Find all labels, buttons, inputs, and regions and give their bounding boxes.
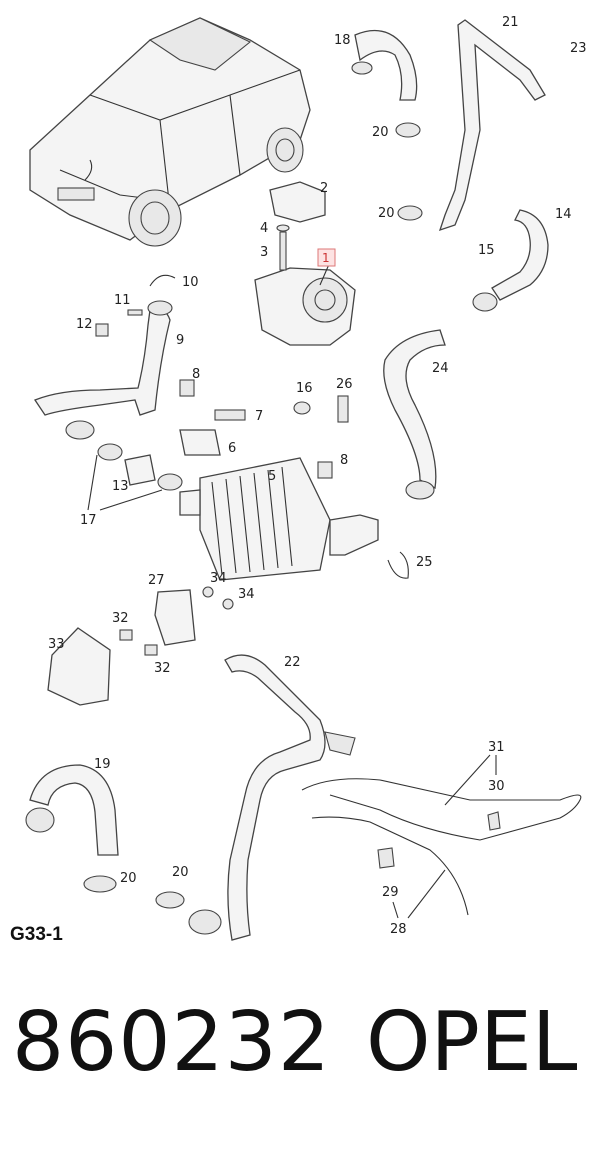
- bracket-6: [179, 429, 221, 456]
- part-1-highlight: [317, 248, 336, 267]
- callout-18[interactable]: 18: [334, 33, 351, 48]
- callout-16[interactable]: 16: [296, 381, 313, 396]
- callout-5[interactable]: 5: [268, 469, 276, 484]
- line-28: [311, 816, 469, 916]
- clamp-17-a: [97, 443, 123, 461]
- callout-31[interactable]: 31: [488, 740, 505, 755]
- turbocharger-1: [254, 224, 356, 346]
- callout-1[interactable]: 1: [322, 251, 330, 265]
- callout-20-a[interactable]: 20: [372, 125, 389, 140]
- pipe-9: [34, 308, 171, 416]
- callout-25[interactable]: 25: [416, 555, 433, 570]
- bracket-7: [214, 409, 246, 421]
- pipe-21: [438, 19, 546, 232]
- clamp-20-b: [397, 205, 423, 221]
- callout-21[interactable]: 21: [502, 15, 519, 30]
- bolt-26: [337, 395, 349, 423]
- clip-8-a: [179, 379, 195, 397]
- bracket-2: [269, 181, 326, 223]
- nut-16: [293, 401, 311, 415]
- callout-24[interactable]: 24: [432, 361, 449, 376]
- callout-30[interactable]: 30: [488, 779, 505, 794]
- hose-24: [383, 329, 446, 490]
- callout-20-c[interactable]: 20: [120, 871, 137, 886]
- callout-14[interactable]: 14: [555, 207, 572, 222]
- callout-17[interactable]: 17: [80, 513, 97, 528]
- hose-19: [29, 764, 119, 856]
- clip-8-b: [317, 461, 333, 479]
- hose-18: [354, 29, 418, 101]
- clamp-20-a: [395, 122, 421, 138]
- callout-26[interactable]: 26: [336, 377, 353, 392]
- callout-2[interactable]: 2: [320, 181, 328, 196]
- pipe-22: [224, 654, 326, 941]
- callout-28[interactable]: 28: [390, 922, 407, 937]
- callout-7[interactable]: 7: [255, 409, 263, 424]
- callout-33[interactable]: 33: [48, 637, 65, 652]
- callout-23[interactable]: 23: [570, 41, 587, 56]
- callout-34-b[interactable]: 34: [238, 587, 255, 602]
- callout-13[interactable]: 13: [112, 479, 129, 494]
- car-illustration: [29, 17, 311, 247]
- intercooler-5: [179, 457, 379, 581]
- callout-12[interactable]: 12: [76, 317, 93, 332]
- callout-20-b[interactable]: 20: [378, 206, 395, 221]
- bracket-33: [47, 627, 111, 706]
- bracket-22: [324, 731, 356, 756]
- callout-8-a[interactable]: 8: [192, 367, 200, 382]
- nut-12: [95, 323, 109, 337]
- callout-4[interactable]: 4: [260, 221, 268, 236]
- sleeve-13: [124, 454, 156, 486]
- nut-34-a: [202, 586, 214, 598]
- callout-3[interactable]: 3: [260, 245, 268, 260]
- callout-9[interactable]: 9: [176, 333, 184, 348]
- callout-20-d[interactable]: 20: [172, 865, 189, 880]
- part-number: 860232: [12, 995, 332, 1090]
- callout-29[interactable]: 29: [382, 885, 399, 900]
- bolt-32-b: [144, 644, 158, 656]
- bolt-32-a: [119, 629, 133, 641]
- hose-14: [491, 209, 549, 301]
- figure-code: G33-1: [10, 924, 63, 945]
- callout-11[interactable]: 11: [114, 293, 131, 308]
- clip-10: [149, 274, 176, 287]
- clamp-20-c: [83, 875, 117, 893]
- callout-8-b[interactable]: 8: [340, 453, 348, 468]
- clip-30: [487, 811, 501, 831]
- callout-6[interactable]: 6: [228, 441, 236, 456]
- callout-labels: 2 3 4 5 6 7 8 8 9 10 11 12 13 14 15 16 1…: [48, 15, 587, 937]
- parts-diagram: 1 2 3 4 5 6 7 8 8 9 10 11 12 13 14 15 16…: [25, 15, 587, 941]
- screw-11: [127, 309, 143, 316]
- clamp-20-d: [155, 891, 185, 909]
- nut-34-b: [222, 598, 234, 610]
- line-31: [301, 778, 582, 841]
- callout-10[interactable]: 10: [182, 275, 199, 290]
- clip-25: [387, 551, 409, 579]
- callout-32-b[interactable]: 32: [154, 661, 171, 676]
- callout-22[interactable]: 22: [284, 655, 301, 670]
- callout-34-a[interactable]: 34: [210, 571, 227, 586]
- brand-name: OPEL: [366, 995, 578, 1090]
- callout-32-a[interactable]: 32: [112, 611, 129, 626]
- callout-27[interactable]: 27: [148, 573, 165, 588]
- callout-19[interactable]: 19: [94, 757, 111, 772]
- callout-15[interactable]: 15: [478, 243, 495, 258]
- clip-29: [377, 847, 395, 869]
- clamp-17-b: [157, 473, 183, 491]
- valve-27: [154, 589, 196, 646]
